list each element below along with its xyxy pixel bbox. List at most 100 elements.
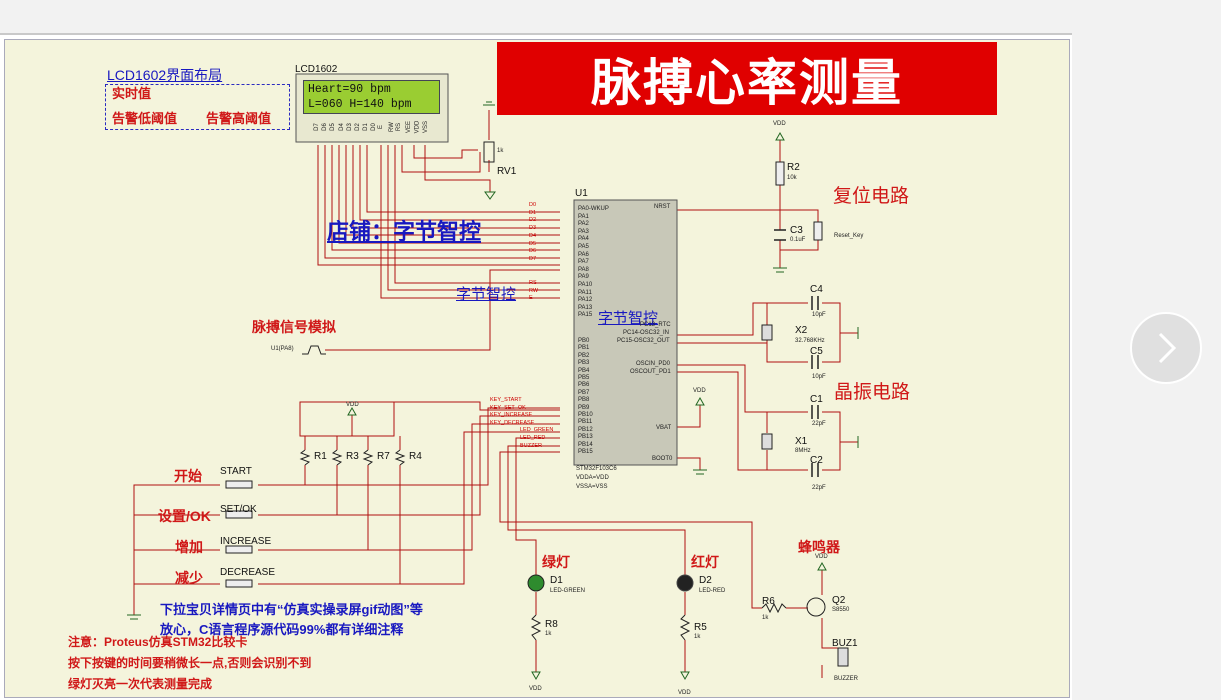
mcu-pin-label: PB14 (578, 441, 593, 448)
port-label: D2 (529, 217, 537, 224)
mcu-pin-label: PA7 (578, 259, 589, 266)
title-banner: 脉搏心率测量 (497, 42, 997, 115)
lcd-screen: Heart=90 bpm L=060 H=140 bpm (303, 80, 440, 114)
pulse-source: U1(PA8) (271, 346, 294, 352)
r1-ref: R1 (314, 451, 327, 462)
c5-ref: C5 (810, 346, 823, 357)
r5-value: 1k (694, 634, 701, 640)
r2-value: 10k (787, 175, 797, 181)
ctrl-label: RW (529, 287, 539, 294)
port-label: D1 (529, 209, 537, 216)
next-slide-button[interactable] (1130, 312, 1202, 384)
lcd-line-2: L=060 H=140 bpm (308, 98, 412, 111)
keys-vdd: VDD (346, 402, 359, 408)
r7-ref: R7 (377, 451, 390, 462)
rv1-value: 1k (497, 148, 504, 154)
lcd-pin-label: D0 (371, 123, 378, 131)
r3-ref: R3 (346, 451, 359, 462)
lcd-pin-label: D3 (346, 123, 353, 131)
lcd-pin-label: VDD (414, 120, 421, 134)
mcu-pin-label: PB9 (578, 404, 590, 411)
d1-part: LED-GREEN (550, 588, 586, 594)
lcd-pin-label: D2 (354, 123, 361, 131)
mcu-power-2: VSSA=VSS (576, 484, 608, 490)
key-set-cn: 设置/OK (158, 508, 211, 524)
reset-vdd: VDD (773, 121, 786, 127)
mcu-pin-label: PB5 (578, 375, 590, 381)
buz1-part: BUZZER (834, 676, 858, 682)
mcu-pin-label: PA9 (578, 274, 589, 281)
lcd-pin-label: VEE (406, 120, 413, 134)
mcu-pin-pc13: PC13_RTC (640, 322, 671, 328)
note-blue-1: 下拉宝贝详情页中有“仿真实操录屏gif动图”等 (160, 602, 423, 617)
d2-part: LED-RED (699, 588, 726, 594)
lcd-pin-label: RW (388, 122, 395, 132)
note-red-3: 绿灯灭亮一次代表测量完成 (68, 677, 213, 691)
note-blue-2: 放心，C语言程序源代码99%都有详细注释 (160, 622, 404, 637)
mcu-pin-label: PA0-WKUP (578, 206, 609, 212)
lcd-pin-label: D1 (363, 123, 370, 131)
port-label: D4 (529, 232, 537, 239)
buz1-ref: BUZ1 (832, 638, 858, 649)
x1-value: 8MHz (795, 448, 811, 454)
port-label: D6 (529, 248, 537, 255)
c4-ref: C4 (810, 284, 823, 295)
shop-tag-1: 字节智控 (456, 286, 517, 303)
shop-label: 店铺：字节智控 (327, 219, 482, 244)
mcu-pin-label: PA6 (578, 251, 589, 258)
c1-ref: C1 (810, 394, 823, 405)
mcu-ref: U1 (575, 188, 588, 199)
mcu-pin-label: PA2 (578, 221, 589, 228)
lcd-pin-label: E (377, 124, 384, 130)
mcu-pin-label: PA15 (578, 312, 593, 319)
key-dec-name[interactable]: DECREASE (220, 567, 276, 578)
mcu-pin-label: PB13 (578, 434, 593, 441)
r4-ref: R4 (409, 451, 422, 462)
lcd-pin-label: D5 (330, 123, 337, 131)
net-label: KEY_START (490, 397, 522, 403)
mcu-pin-label: PA3 (578, 228, 589, 235)
lcd-pin-label: D7 (313, 123, 320, 131)
red-vdd: VDD (678, 690, 691, 696)
vbat-vdd: VDD (693, 388, 706, 394)
mcu-pin-label: PB3 (578, 360, 590, 367)
net-label: KEY_SET_OK (490, 404, 526, 411)
mcu-pin-label: PA4 (578, 236, 589, 243)
mcu-pin-label: PA12 (578, 297, 593, 304)
r6-ref: R6 (762, 596, 775, 607)
reset-title: 复位电路 (833, 186, 910, 207)
mcu-pin-label: PB10 (578, 412, 593, 418)
net-label: KEY_INCREASE (490, 412, 533, 419)
layout-high: 告警高阈值 (206, 111, 272, 126)
r5-ref: R5 (694, 622, 707, 633)
rv1-ref: RV1 (497, 166, 517, 177)
key-inc-name[interactable]: INCREASE (220, 536, 272, 547)
lcd-pin-label: VSS (422, 120, 429, 134)
x1-ref: X1 (795, 436, 808, 447)
mcu-pin-label: PB6 (578, 382, 590, 389)
mcu-pin-vbat: VBAT (656, 425, 672, 431)
port-label: D7 (529, 255, 537, 262)
key-dec-cn: 减少 (175, 570, 203, 586)
layout-box (105, 84, 290, 130)
mcu-power-1: VDDA=VDD (576, 475, 609, 481)
key-set-name[interactable]: SET/OK (220, 504, 257, 515)
mcu-pin-label: PA8 (578, 266, 589, 273)
port-label: D3 (529, 225, 537, 232)
lcd-line-1: Heart=90 bpm (308, 83, 391, 96)
mcu-pin-pc14: PC14-OSC32_IN (623, 330, 670, 336)
pulse-label: 脉搏信号模拟 (252, 319, 336, 335)
mcu-pin-label: PB8 (578, 397, 590, 404)
mcu-pin-label: PA10 (578, 282, 593, 288)
lcd-ref: LCD1602 (295, 64, 338, 75)
mcu-part: STM32F103C6 (576, 466, 617, 472)
key-start-name[interactable]: START (220, 466, 252, 477)
lcd-pin-label: D4 (338, 123, 345, 131)
green-vdd: VDD (529, 686, 542, 692)
net-label: KEY_DECREASE (490, 419, 535, 426)
c3-value: 0.1uF (790, 237, 806, 243)
ctrl-label: RS (529, 280, 537, 286)
port-label: D0 (529, 202, 537, 208)
mcu-pin-label: PA1 (578, 213, 589, 220)
chevron-right-icon (1158, 332, 1177, 364)
